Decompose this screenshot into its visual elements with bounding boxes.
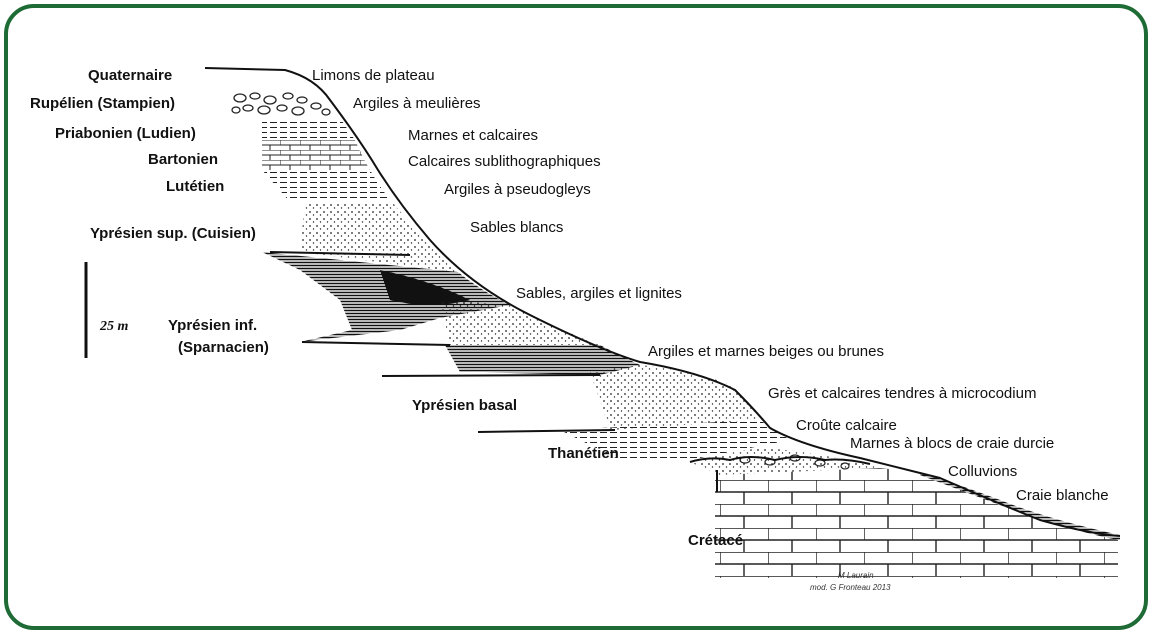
stage-rupelien: Rupélien (Stampien) bbox=[30, 95, 175, 112]
stage-bartonien: Bartonien bbox=[148, 151, 218, 168]
lith-meulieres: Argiles à meulières bbox=[353, 95, 481, 112]
lith-calcaires-sublithographiques: Calcaires sublithographiques bbox=[408, 153, 601, 170]
stage-quaternaire: Quaternaire bbox=[88, 67, 172, 84]
lith-colluvions: Colluvions bbox=[948, 463, 1017, 480]
lith-marnes-blocs: Marnes à blocs de craie durcie bbox=[850, 435, 1054, 452]
stage-priabonien: Priabonien (Ludien) bbox=[55, 125, 196, 142]
lith-pseudogleys: Argiles à pseudogleys bbox=[444, 181, 591, 198]
stage-ypresien-basal: Yprésien basal bbox=[412, 397, 517, 414]
lith-argiles-marnes: Argiles et marnes beiges ou brunes bbox=[648, 343, 884, 360]
layer-gres-microcodium bbox=[590, 365, 760, 430]
stage-ypresien-inf: Yprésien inf. bbox=[168, 317, 257, 334]
layer-pseudogleys bbox=[262, 170, 392, 202]
lith-marnes-calcaires: Marnes et calcaires bbox=[408, 127, 538, 144]
lith-craie-blanche: Craie blanche bbox=[1016, 487, 1109, 504]
scale-label: 25 m bbox=[99, 319, 129, 334]
layer-calcaires-sublithographiques bbox=[262, 140, 370, 170]
stage-thanetien: Thanétien bbox=[548, 445, 619, 462]
layer-marnes-calcaires bbox=[262, 118, 355, 140]
lith-gres-microcodium: Grès et calcaires tendres à microcodium bbox=[768, 385, 1036, 402]
lith-croute-calcaire: Croûte calcaire bbox=[796, 417, 897, 434]
lith-sables-lignites: Sables, argiles et lignites bbox=[516, 285, 682, 302]
stage-cretace: Crétacé bbox=[688, 532, 743, 549]
lith-limons: Limons de plateau bbox=[312, 67, 435, 84]
credit-modified: mod. G Fronteau 2013 bbox=[810, 583, 891, 592]
stage-ypresien-sup: Yprésien sup. (Cuisien) bbox=[90, 225, 256, 242]
stage-sparnacien: (Sparnacien) bbox=[178, 339, 269, 356]
lith-sables-blancs: Sables blancs bbox=[470, 219, 563, 236]
stage-lutetien: Lutétien bbox=[166, 178, 224, 195]
credit-author: M Laurain bbox=[838, 571, 874, 580]
layer-limons bbox=[205, 68, 320, 92]
